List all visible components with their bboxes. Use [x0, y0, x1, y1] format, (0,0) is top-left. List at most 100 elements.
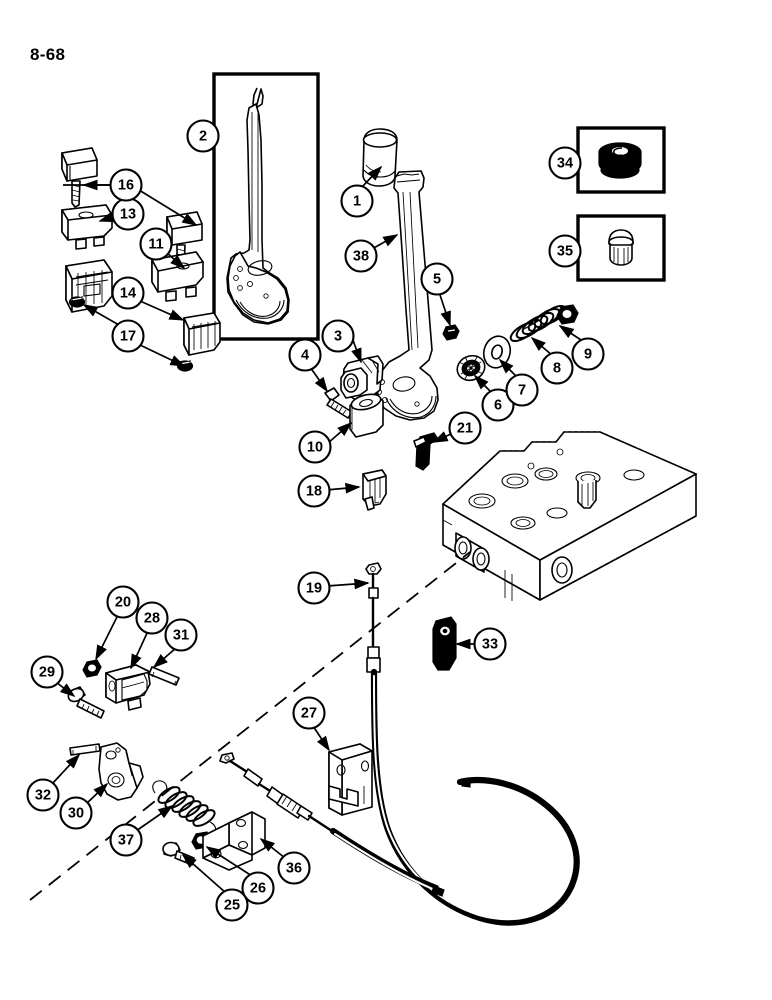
callout-38[interactable]: 38 — [344, 239, 378, 273]
callout-bubble[interactable] — [344, 239, 378, 273]
callout-7[interactable]: 7 — [505, 373, 539, 407]
callout-bubble[interactable] — [109, 823, 143, 857]
callout-number: 19 — [306, 581, 322, 597]
cable-end-fitting — [413, 432, 439, 471]
callout-35[interactable]: 35 — [548, 234, 582, 268]
callout-6[interactable]: 6 — [481, 388, 515, 422]
callout-bubble[interactable] — [297, 571, 331, 605]
assembly-reference-line — [29, 551, 471, 901]
callout-bubble[interactable] — [30, 655, 64, 689]
callout-bubble[interactable] — [321, 319, 355, 353]
callout-bubble[interactable] — [59, 796, 93, 830]
callout-bubble[interactable] — [548, 234, 582, 268]
callout-1[interactable]: 1 — [340, 184, 374, 218]
callout-bubble[interactable] — [473, 627, 507, 661]
callout-33[interactable]: 33 — [473, 627, 507, 661]
callout-bubble[interactable] — [26, 778, 60, 812]
callout-bubble[interactable] — [164, 618, 198, 652]
callout-21[interactable]: 21 — [448, 411, 482, 445]
cable-clamp — [105, 664, 151, 711]
callout-bubble[interactable] — [571, 337, 605, 371]
callout-32[interactable]: 32 — [26, 778, 60, 812]
callout-number: 2 — [199, 129, 207, 145]
carriage-bolt — [67, 686, 105, 719]
callout-5[interactable]: 5 — [420, 262, 454, 296]
callout-bubble[interactable] — [139, 227, 173, 261]
page-number: 8-68 — [30, 45, 66, 64]
callout-bubble[interactable] — [109, 168, 143, 202]
callout-number: 38 — [353, 249, 369, 265]
callout-number: 27 — [301, 706, 317, 722]
callout-26[interactable]: 26 — [241, 871, 275, 905]
callout-bubble[interactable] — [448, 411, 482, 445]
callout-number: 5 — [433, 272, 441, 288]
callout-number: 16 — [118, 178, 134, 194]
callout-number: 11 — [148, 237, 163, 253]
callout-bubble[interactable] — [186, 119, 220, 153]
callout-number: 26 — [250, 881, 266, 897]
callout-bubble[interactable] — [298, 430, 332, 464]
pivot-pin — [69, 743, 101, 756]
callout-10[interactable]: 10 — [298, 430, 332, 464]
callout-bubble[interactable] — [106, 585, 140, 619]
extension-spring — [152, 780, 217, 837]
callout-29[interactable]: 29 — [30, 655, 64, 689]
callout-4[interactable]: 4 — [288, 338, 322, 372]
callout-2[interactable]: 2 — [186, 119, 220, 153]
callout-bubble[interactable] — [241, 871, 275, 905]
callout-bubble[interactable] — [111, 276, 145, 310]
callout-number: 6 — [494, 398, 502, 414]
callout-31[interactable]: 31 — [164, 618, 198, 652]
callout-bubble[interactable] — [540, 351, 574, 385]
lock-nut-20 — [82, 659, 102, 678]
callout-bubble[interactable] — [111, 319, 145, 353]
callout-19[interactable]: 19 — [297, 571, 331, 605]
callout-11[interactable]: 11 — [139, 227, 173, 261]
callout-bubble[interactable] — [297, 474, 331, 508]
callout-9[interactable]: 9 — [571, 337, 605, 371]
cap-screw-4 — [324, 387, 353, 419]
callout-18[interactable]: 18 — [297, 474, 331, 508]
callout-bubble[interactable] — [292, 696, 326, 730]
callout-27[interactable]: 27 — [292, 696, 326, 730]
callout-bubble[interactable] — [548, 146, 582, 180]
pivot-bracket — [340, 355, 384, 401]
callout-number: 13 — [120, 207, 136, 223]
callout-8[interactable]: 8 — [540, 351, 574, 385]
callout-30[interactable]: 30 — [59, 796, 93, 830]
callout-bubble[interactable] — [277, 851, 311, 885]
callout-number: 35 — [557, 244, 573, 260]
control-lever-inset — [212, 72, 320, 341]
callout-17[interactable]: 17 — [111, 319, 145, 353]
callout-36[interactable]: 36 — [277, 851, 311, 885]
callout-bubble[interactable] — [505, 373, 539, 407]
callout-number: 33 — [482, 637, 498, 653]
callout-number: 32 — [35, 788, 51, 804]
callout-28[interactable]: 28 — [135, 601, 169, 635]
callout-3[interactable]: 3 — [321, 319, 355, 353]
callout-bubble[interactable] — [135, 601, 169, 635]
callout-34[interactable]: 34 — [548, 146, 582, 180]
cable-retainer-clip — [432, 616, 457, 671]
callout-bubble[interactable] — [215, 888, 249, 922]
callout-bubble[interactable] — [420, 262, 454, 296]
callout-16[interactable]: 16 — [109, 168, 143, 202]
callout-14[interactable]: 14 — [111, 276, 145, 310]
hex-nut-9 — [556, 304, 579, 325]
callout-37[interactable]: 37 — [109, 823, 143, 857]
push-pull-control-cable — [365, 562, 580, 926]
handle-screw-left — [61, 147, 98, 208]
callout-bubble[interactable] — [481, 388, 515, 422]
callout-number: 8 — [553, 361, 561, 377]
callout-bubble[interactable] — [288, 338, 322, 372]
callout-number: 20 — [115, 595, 131, 611]
retainer-clip — [61, 204, 113, 250]
callout-bubble[interactable] — [340, 184, 374, 218]
callout-20[interactable]: 20 — [106, 585, 140, 619]
control-lever — [376, 170, 439, 421]
callout-13[interactable]: 13 — [111, 197, 145, 231]
grommet-inset — [576, 126, 666, 194]
callout-25[interactable]: 25 — [215, 888, 249, 922]
